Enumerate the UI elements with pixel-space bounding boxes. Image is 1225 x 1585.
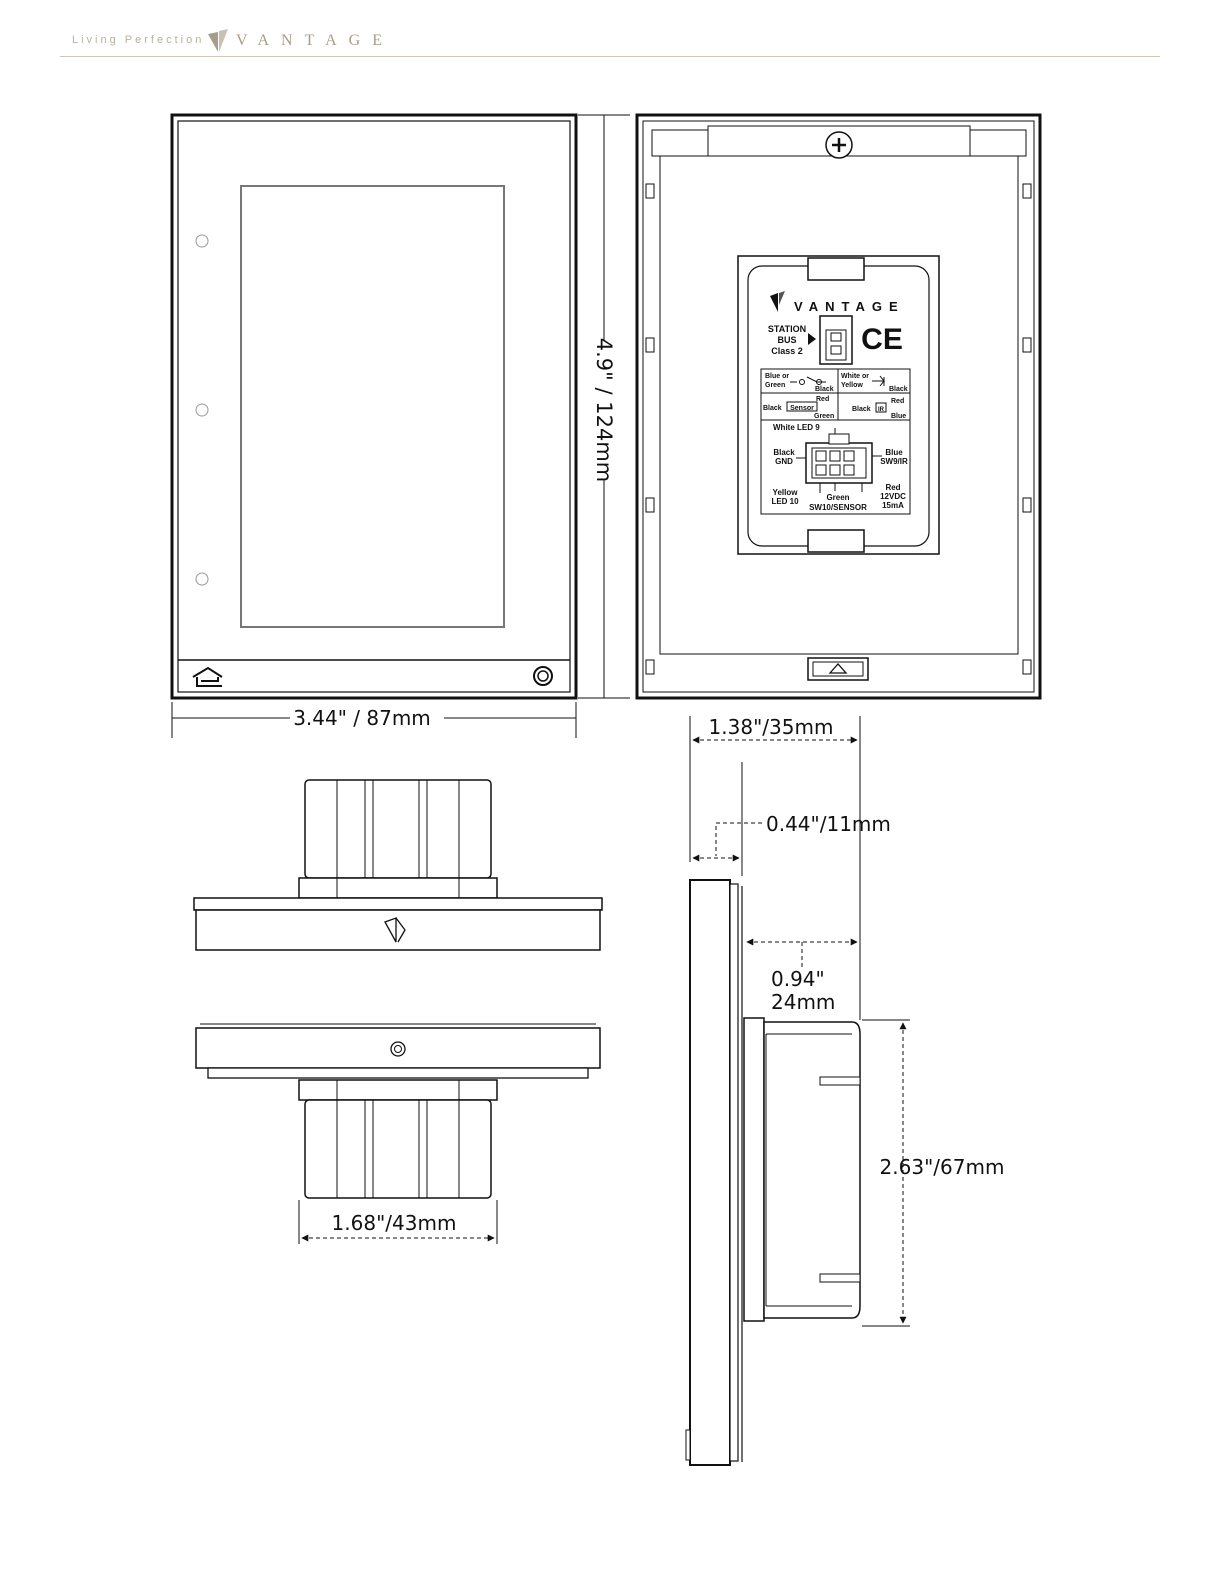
station-bus-connector xyxy=(819,315,853,365)
sensor-label: Sensor xyxy=(790,405,814,412)
width-dimension: 3.44" / 87mm xyxy=(171,702,577,738)
home-icon xyxy=(192,666,223,687)
wire-black-a: Black xyxy=(815,386,834,393)
vantage-logo-icon xyxy=(384,917,406,943)
wire-blue-b: Blue xyxy=(891,413,906,420)
indicator-led-top xyxy=(195,234,209,248)
height-dimension: 4.9" / 124mm xyxy=(578,114,630,699)
height-label: 4.9" / 124mm xyxy=(592,338,616,482)
indicator-led-middle xyxy=(195,403,209,417)
backbox-depth-line1: 0.94" xyxy=(771,967,825,991)
wire-black-c: Black xyxy=(763,405,782,412)
12vdc-label: 12VDC xyxy=(880,492,906,501)
tagline: Living Perfection xyxy=(72,34,205,46)
backbox-depth-dimension: 0.94" 24mm xyxy=(746,938,858,1014)
side-view xyxy=(685,879,861,1466)
top-view xyxy=(193,779,603,951)
depth-total-label: 1.38"/35mm xyxy=(709,715,834,739)
depth-total-dimension: 1.38"/35mm xyxy=(689,715,861,1020)
indicator-led-bottom xyxy=(195,572,209,586)
green-sw-label: Green xyxy=(826,493,849,502)
wire-blue-or: Blue or xyxy=(765,373,789,380)
front-view xyxy=(170,113,578,700)
backbox-width-label: 1.68"/43mm xyxy=(332,1211,457,1235)
wire-black-d: Black xyxy=(852,406,871,413)
vantage-logo-icon xyxy=(206,28,230,58)
release-tab-icon xyxy=(828,663,848,674)
width-label: 3.44" / 87mm xyxy=(293,706,431,730)
label-brand: VANTAGE xyxy=(794,299,905,314)
sw10-sensor-label: SW10/SENSOR xyxy=(809,503,867,512)
wire-white-or: White or xyxy=(841,373,869,380)
yellow-led-label: Yellow xyxy=(773,488,799,497)
plate-dimension: 0.44"/11mm xyxy=(692,762,891,876)
plate-label: 0.44"/11mm xyxy=(766,812,891,836)
black-gnd-label: Black xyxy=(773,448,795,457)
page-header: Living Perfection VANTAGE xyxy=(60,28,1160,58)
ce-mark: CE xyxy=(861,323,903,356)
backbox-depth-line2: 24mm xyxy=(771,990,835,1014)
class-label: Class 2 xyxy=(771,346,803,356)
wire-red-b: Red xyxy=(891,398,904,405)
mounting-screw-icon xyxy=(825,131,853,159)
white-led-label: White LED 9 xyxy=(773,423,820,432)
red-power-label: Red xyxy=(885,483,900,492)
bus-label: BUS xyxy=(777,335,796,345)
blue-sw-label: Blue xyxy=(885,448,903,457)
wiring-label: VANTAGE STATION BUS Class 2 CE Blue or G… xyxy=(737,255,940,555)
wire-black-b: Black xyxy=(889,386,908,393)
indicator-icon xyxy=(390,1041,406,1057)
backbox-width-dimension: 1.68"/43mm xyxy=(298,1200,498,1244)
wire-yellow: Yellow xyxy=(841,382,863,389)
wire-green: Green xyxy=(765,382,785,389)
wire-red-a: Red xyxy=(816,396,829,403)
power-button-icon xyxy=(533,666,553,686)
sw9-ir-label: SW9/IR xyxy=(880,457,908,466)
station-label: STATION xyxy=(768,324,806,334)
wire-green-b: Green xyxy=(814,413,834,420)
ir-label: IR xyxy=(878,407,885,413)
io-connector xyxy=(805,442,873,484)
backbox-height-dimension: 2.63"/67mm xyxy=(862,1019,1005,1327)
back-view: VANTAGE STATION BUS Class 2 CE Blue or G… xyxy=(635,113,1042,700)
bottom-view xyxy=(195,1023,601,1199)
15ma-label: 15mA xyxy=(882,501,904,510)
brand-name: VANTAGE xyxy=(236,32,394,49)
backbox-height-label: 2.63"/67mm xyxy=(880,1155,1005,1179)
led10-label: LED 10 xyxy=(771,497,799,506)
gnd-label: GND xyxy=(775,457,793,466)
header-divider xyxy=(60,56,1160,57)
